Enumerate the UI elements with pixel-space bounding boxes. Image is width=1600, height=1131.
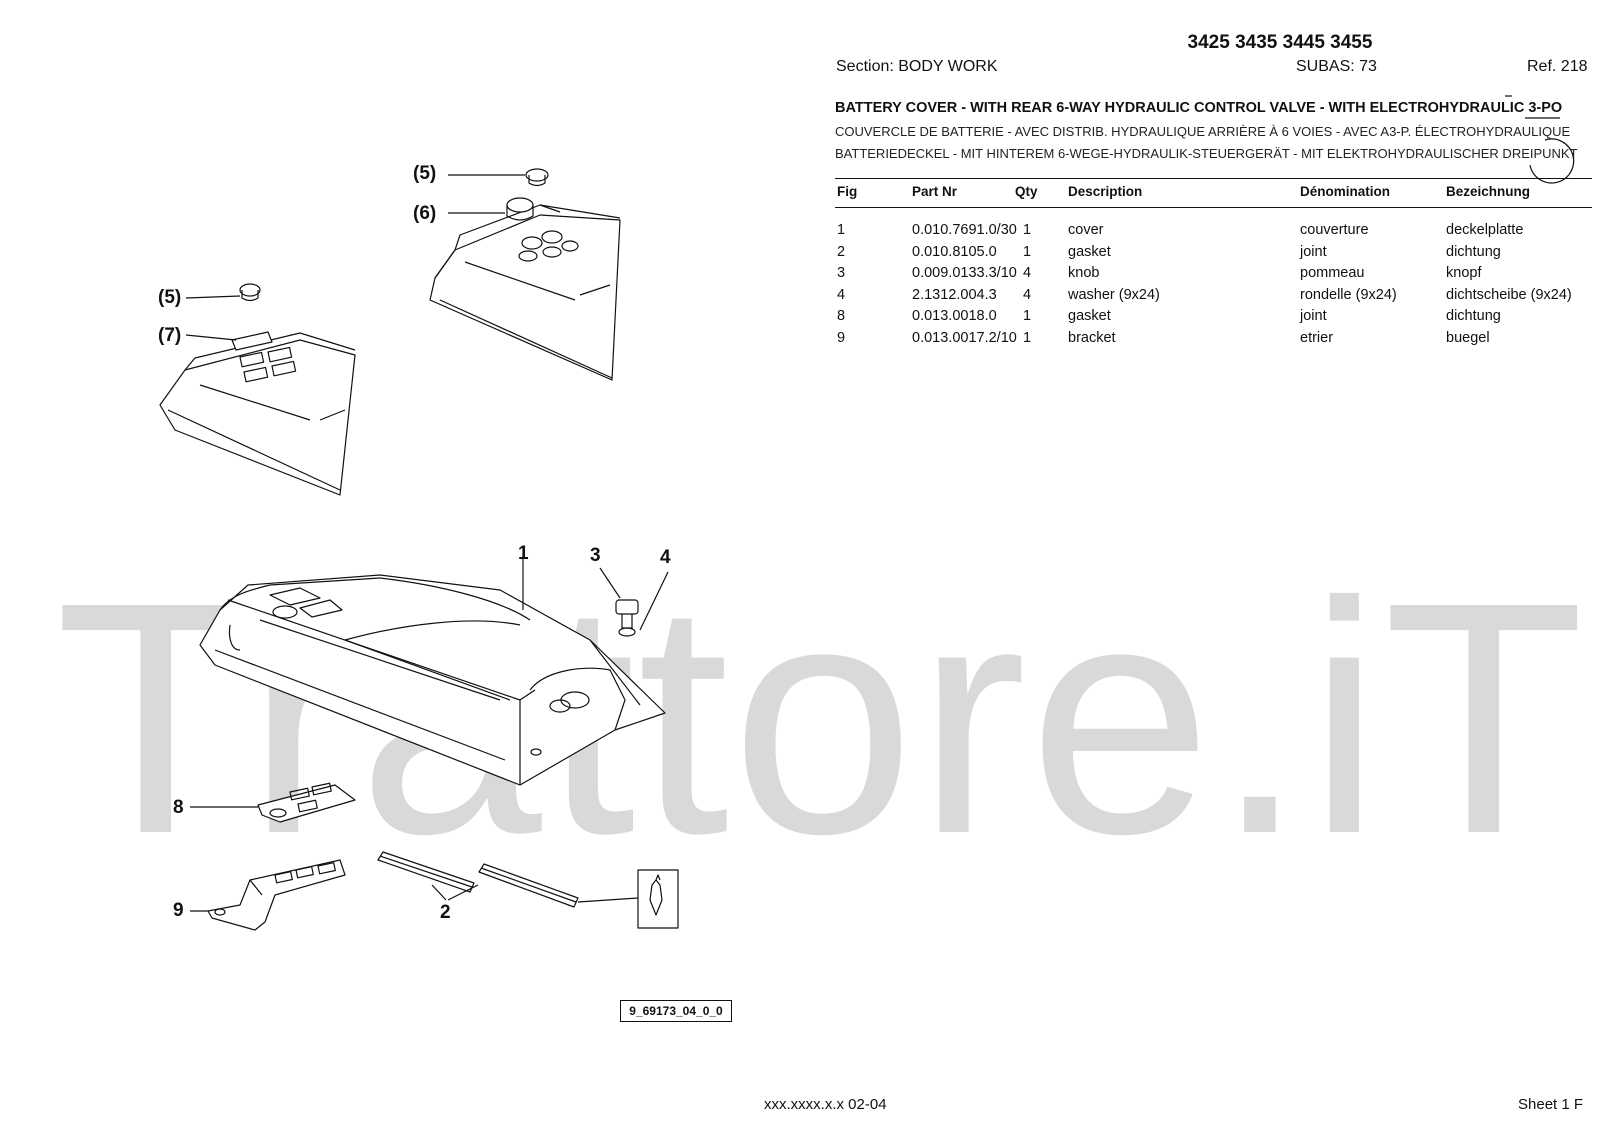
row-qty: 1 — [1023, 222, 1032, 238]
row-part-nr: 0.013.0018.0 — [912, 308, 997, 325]
callout-1: 1 — [518, 543, 529, 564]
col-qty: Qty — [1015, 184, 1038, 199]
row-bezeichnung: knopf — [1446, 265, 1482, 282]
row-fig: 1 — [837, 222, 846, 238]
col-part-nr: Part Nr — [912, 184, 958, 199]
detail-view-upper — [429, 204, 621, 381]
row-denomination: couverture — [1300, 222, 1369, 238]
footer-code: xxx.xxxx.x.x 02-04 — [764, 1096, 887, 1113]
subas-label: SUBAS: 73 — [1296, 58, 1377, 75]
row-part-nr: 0.010.7691.0/30 — [912, 222, 1017, 238]
row-qty: 1 — [1023, 243, 1032, 260]
footer-sheet: Sheet 1 F — [1518, 1096, 1584, 1113]
row-description: washer (9x24) — [1068, 286, 1160, 303]
col-description: Description — [1068, 184, 1143, 199]
table-header-rule — [835, 207, 1592, 208]
row-qty: 4 — [1023, 265, 1032, 282]
callout-7: (7) — [158, 325, 182, 346]
col-bezeichnung: Bezeichnung — [1446, 184, 1531, 199]
row-denomination: etrier — [1300, 330, 1334, 346]
row-fig: 4 — [837, 286, 846, 303]
detail-view-left — [159, 332, 356, 496]
row-part-nr: 0.009.0133.3/10 — [912, 265, 1017, 282]
row-bezeichnung: buegel — [1446, 330, 1490, 346]
title-german: BATTERIEDECKEL - MIT HINTEREM 6-WEGE-HYD… — [835, 146, 1578, 161]
title-english: BATTERY COVER - WITH REAR 6-WAY HYDRAULI… — [835, 100, 1563, 116]
row-description: bracket — [1068, 330, 1116, 346]
row-denomination: pommeau — [1300, 265, 1365, 282]
row-description: cover — [1068, 222, 1104, 238]
callout-8: 8 — [173, 797, 184, 818]
part-1-cover — [199, 574, 666, 786]
col-denomination: Dénomination — [1300, 184, 1390, 199]
row-bezeichnung: dichtung — [1446, 308, 1501, 325]
row-fig: 8 — [837, 308, 846, 325]
callout-5-upper: (5) — [413, 163, 437, 184]
row-part-nr: 2.1312.004.3 — [912, 286, 997, 303]
callout-4: 4 — [660, 547, 671, 568]
row-bezeichnung: deckelplatte — [1446, 222, 1524, 238]
section-label: Section: BODY WORK — [836, 58, 998, 75]
title-french: COUVERCLE DE BATTERIE - AVEC DISTRIB. HY… — [835, 124, 1571, 139]
row-fig: 3 — [837, 265, 846, 282]
row-bezeichnung: dichtung — [1446, 243, 1501, 260]
row-fig: 2 — [837, 243, 846, 260]
figure-reference: 9_69173_04_0_0 — [620, 1000, 732, 1022]
table-top-rule — [835, 178, 1592, 179]
callout-2: 2 — [440, 902, 451, 923]
col-fig: Fig — [837, 184, 858, 199]
row-bezeichnung: dichtscheibe (9x24) — [1446, 286, 1572, 303]
row-fig: 9 — [837, 330, 846, 346]
ref-label: Ref. 218 — [1527, 58, 1588, 75]
row-qty: 1 — [1023, 330, 1032, 346]
row-denomination: rondelle (9x24) — [1300, 286, 1397, 303]
row-description: gasket — [1068, 243, 1111, 260]
row-description: knob — [1068, 265, 1100, 282]
row-qty: 1 — [1023, 308, 1032, 325]
model-numbers: 3425 3435 3445 3455 — [1187, 32, 1373, 53]
row-description: gasket — [1068, 308, 1111, 325]
row-denomination: joint — [1300, 308, 1327, 325]
callout-3: 3 — [590, 545, 601, 566]
row-qty: 4 — [1023, 286, 1032, 303]
callout-9: 9 — [173, 900, 184, 921]
row-denomination: joint — [1300, 243, 1327, 260]
row-part-nr: 0.013.0017.2/10 — [912, 330, 1017, 346]
row-part-nr: 0.010.8105.0 — [912, 243, 997, 260]
callout-5-lower: (5) — [158, 287, 182, 308]
callout-6: (6) — [413, 203, 437, 224]
